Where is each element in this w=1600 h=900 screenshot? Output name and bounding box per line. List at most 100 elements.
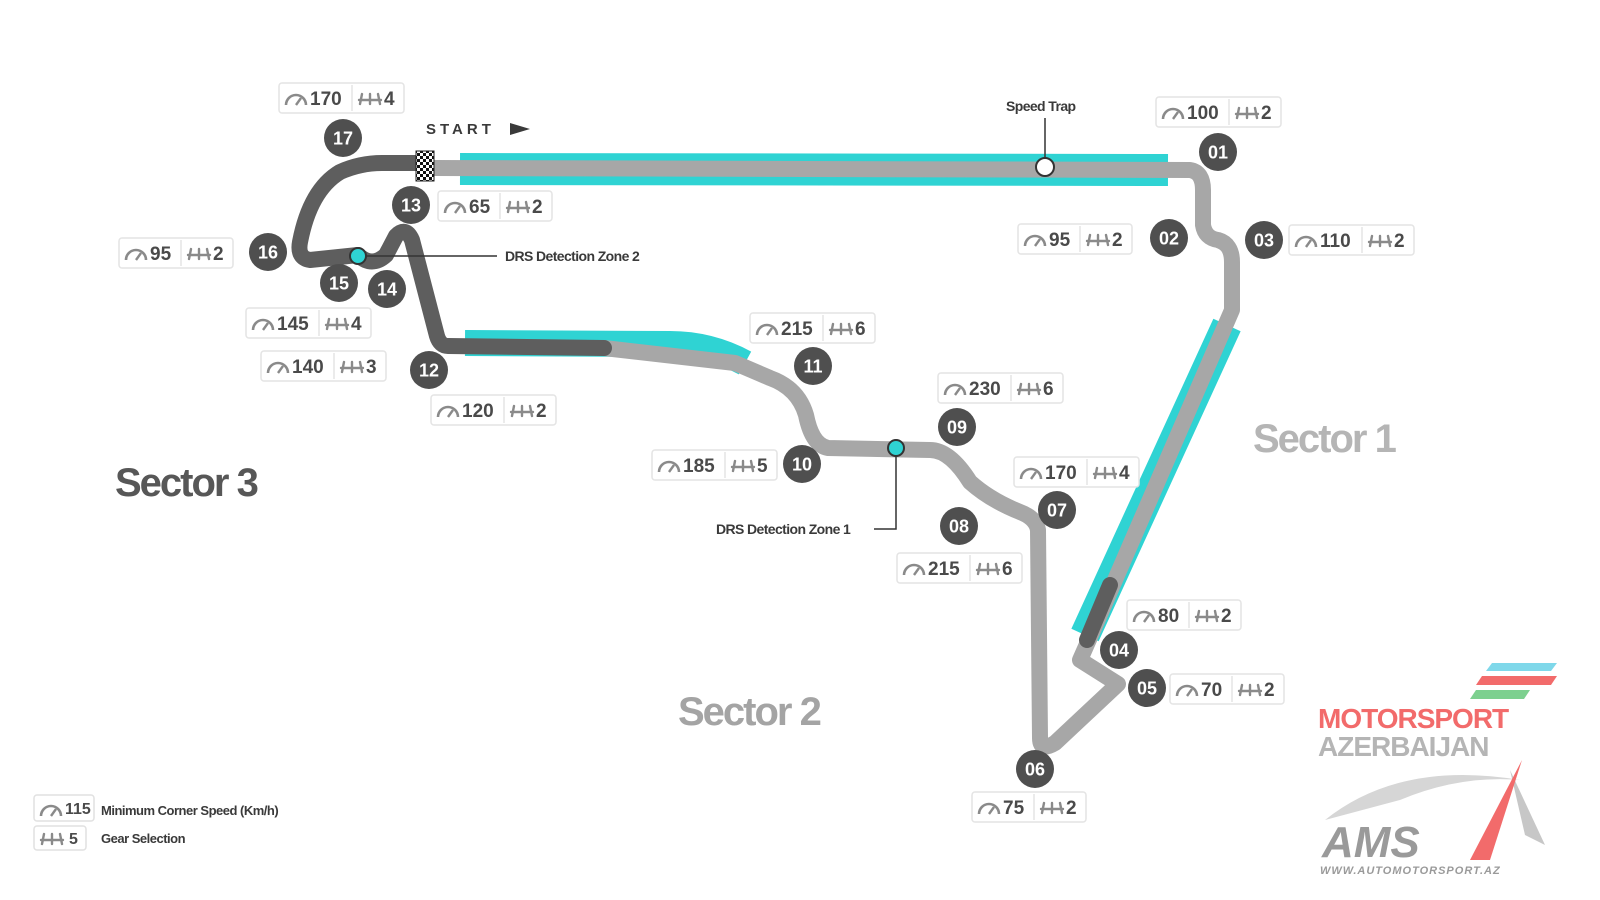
legend-gear: 5 [33, 825, 87, 851]
turn-number: 10 [792, 455, 812, 475]
turn-marker [368, 270, 406, 308]
corner-speed: 215 [928, 559, 960, 580]
turn-marker [783, 445, 821, 483]
corner-speed: 70 [1201, 680, 1222, 701]
speed-trap-marker [1035, 157, 1055, 177]
turn-number: 03 [1254, 231, 1274, 251]
corner-speed: 170 [310, 89, 342, 110]
corner-gear: 2 [1394, 231, 1405, 252]
corner-speed: 170 [1045, 463, 1077, 484]
corner-speed: 145 [277, 314, 309, 335]
speedometer-icon [1132, 610, 1156, 623]
gearbox-icon [505, 200, 531, 214]
gearbox-icon [730, 459, 756, 473]
speedometer-icon [755, 323, 779, 336]
legend-speed: 115 [33, 794, 95, 822]
start-label: START [426, 121, 495, 138]
turn-number: 01 [1208, 143, 1228, 163]
brand-logo: MOTORSPORT AZERBAIJAN AMS WWW.AUTOMOTORS… [1318, 663, 1557, 877]
corner-05: 70 2 05 [1128, 669, 1285, 707]
track-sector-1-2 [427, 160, 1240, 755]
legend: 115 Minimum Corner Speed (Km/h) 5 Gear S… [33, 794, 279, 851]
speedometer-icon [39, 804, 63, 817]
corner-info-box: 70 2 [1169, 673, 1285, 705]
speedometer-icon [1023, 234, 1047, 247]
corner-gear: 2 [1112, 230, 1123, 251]
corner-info-box: 215 6 [749, 312, 876, 344]
corner-gear: 6 [1043, 379, 1054, 400]
turn-marker [940, 507, 978, 545]
legend-speed-value: 115 [65, 801, 91, 818]
turn-number: 08 [949, 517, 969, 537]
corner-info-box: 95 2 [1017, 223, 1133, 255]
gearbox-icon [1234, 106, 1260, 120]
turn-marker [1016, 750, 1054, 788]
corner-gear: 3 [366, 357, 377, 378]
speedometer-icon [977, 802, 1001, 815]
corner-speed: 75 [1003, 798, 1025, 819]
speedometer-icon [443, 201, 467, 214]
corner-speed: 65 [469, 197, 491, 218]
turn-marker [324, 119, 362, 157]
gearbox-icon [186, 247, 212, 261]
corner-09: 230 6 09 [937, 372, 1064, 446]
brand-abbr: AMS [1321, 818, 1420, 867]
legend-gear-text: Gear Selection [101, 831, 186, 846]
corner-gear: 2 [1221, 606, 1232, 627]
corner-gear: 6 [1002, 559, 1013, 580]
turn-number: 07 [1047, 501, 1067, 521]
corner-speed: 140 [292, 357, 324, 378]
corner-speed: 95 [150, 244, 172, 265]
turn-marker [320, 264, 358, 302]
speedometer-icon [251, 318, 275, 331]
turn-number: 16 [258, 243, 278, 263]
speedometer-icon [943, 383, 967, 396]
turn-number: 02 [1159, 229, 1179, 249]
corner-speed: 215 [781, 319, 813, 340]
corner-02: 95 2 02 [1017, 219, 1188, 257]
gearbox-icon [975, 562, 1001, 576]
gearbox-icon [1039, 801, 1065, 815]
corner-info-box: 215 6 [896, 552, 1023, 584]
corner-info-box: 140 3 [260, 350, 387, 382]
corner-gear: 6 [855, 319, 866, 340]
turn-number: 14 [377, 280, 397, 300]
brand-url: WWW.AUTOMOTORSPORT.AZ [1320, 865, 1501, 877]
speedometer-icon [902, 563, 926, 576]
turn-number: 09 [947, 418, 967, 438]
corner-gear: 2 [1264, 680, 1275, 701]
corner-speed: 230 [969, 379, 1001, 400]
legend-speed-text: Minimum Corner Speed (Km/h) [101, 803, 278, 818]
corner-gear: 2 [536, 401, 547, 422]
turn-marker [1038, 491, 1076, 529]
turn-marker [392, 186, 430, 224]
drs-detection-2-marker [349, 247, 367, 265]
turn-marker [1199, 133, 1237, 171]
corner-speed: 95 [1049, 230, 1071, 251]
speedometer-icon [1019, 467, 1043, 480]
gearbox-icon [357, 92, 383, 106]
gearbox-icon [828, 322, 854, 336]
track-sector-3 [291, 155, 612, 356]
speed-trap-label: Speed Trap [1006, 98, 1076, 114]
turn-number: 04 [1109, 641, 1129, 661]
corner-speed: 100 [1187, 103, 1219, 124]
turn-marker [1100, 631, 1138, 669]
turn-number: 05 [1137, 679, 1157, 699]
